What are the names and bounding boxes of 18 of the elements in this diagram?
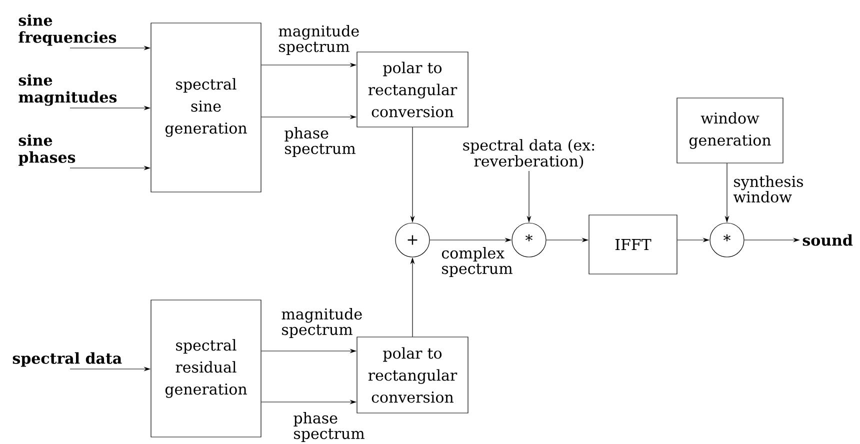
edge-label: synthesis window xyxy=(733,175,804,203)
process-box: spectral residual generation xyxy=(150,300,262,438)
signal-label: sine frequencies xyxy=(18,14,116,46)
process-box: IFFT xyxy=(588,214,678,274)
edge-label: complex spectrum xyxy=(442,247,512,277)
signal-label: spectral data (ex: reverberation) xyxy=(463,139,594,169)
edge-label: phase spectrum xyxy=(294,412,364,442)
edge-label: phase spectrum xyxy=(284,127,356,157)
edge-label: magnitude spectrum xyxy=(282,308,362,338)
process-box: polar to rectangular conversion xyxy=(356,336,468,414)
edge-label: magnitude spectrum xyxy=(278,25,359,55)
signal-label: spectral data xyxy=(12,352,122,367)
signal-label: sine phases xyxy=(18,134,76,166)
process-box: window generation xyxy=(676,98,784,164)
process-box: polar to rectangular conversion xyxy=(356,52,468,128)
process-box: spectral sine generation xyxy=(150,22,262,192)
signal-label: sine magnitudes xyxy=(18,74,117,106)
signal-label: sound xyxy=(802,234,853,246)
